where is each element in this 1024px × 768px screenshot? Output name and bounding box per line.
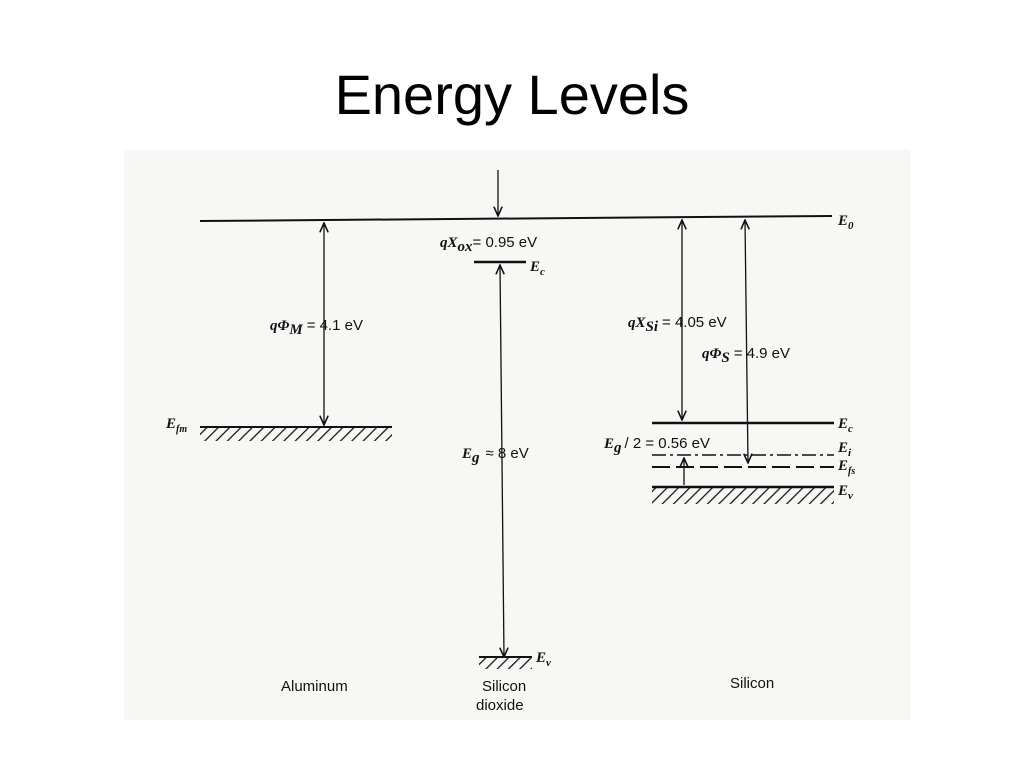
aluminum-hatch [200, 427, 392, 441]
sio2-caption-line2: dioxide [476, 697, 524, 714]
slide-title: Energy Levels [334, 63, 690, 126]
oxide-ev-label: Ev [535, 650, 551, 669]
vacuum-level-line [199, 215, 833, 222]
sio2-caption-line1: Silicon [482, 678, 526, 695]
phi-s-label: qΦS= 4.9 eV [702, 345, 790, 366]
eg-ox-label: Eg≈ 8 eV [461, 445, 529, 466]
phi-s-arrow [745, 220, 748, 463]
si-ec-label: Ec [837, 416, 853, 435]
aluminum-caption: Aluminum [281, 678, 348, 695]
efs-label: Efs [837, 458, 855, 477]
si-ev-label: Ev [837, 483, 853, 502]
silicon-hatch [652, 487, 834, 504]
oxide-ec-label: Ec [529, 259, 545, 278]
ei-label: Ei [837, 440, 852, 459]
chi-si-label: qXSi= 4.05 eV [628, 314, 727, 335]
phi-m-label: qΦM= 4.1 eV [270, 317, 363, 338]
e0-label: E0 [837, 213, 854, 232]
oxide-gap-arrow [500, 265, 504, 657]
efm-label: Efm [165, 416, 187, 435]
silicon-caption: Silicon [730, 675, 774, 692]
chi-ox-label: qXox= 0.95 eV [440, 234, 537, 255]
oxide-hatch [479, 657, 532, 669]
eg-half-label: Eg/ 2 = 0.56 eV [603, 435, 710, 456]
